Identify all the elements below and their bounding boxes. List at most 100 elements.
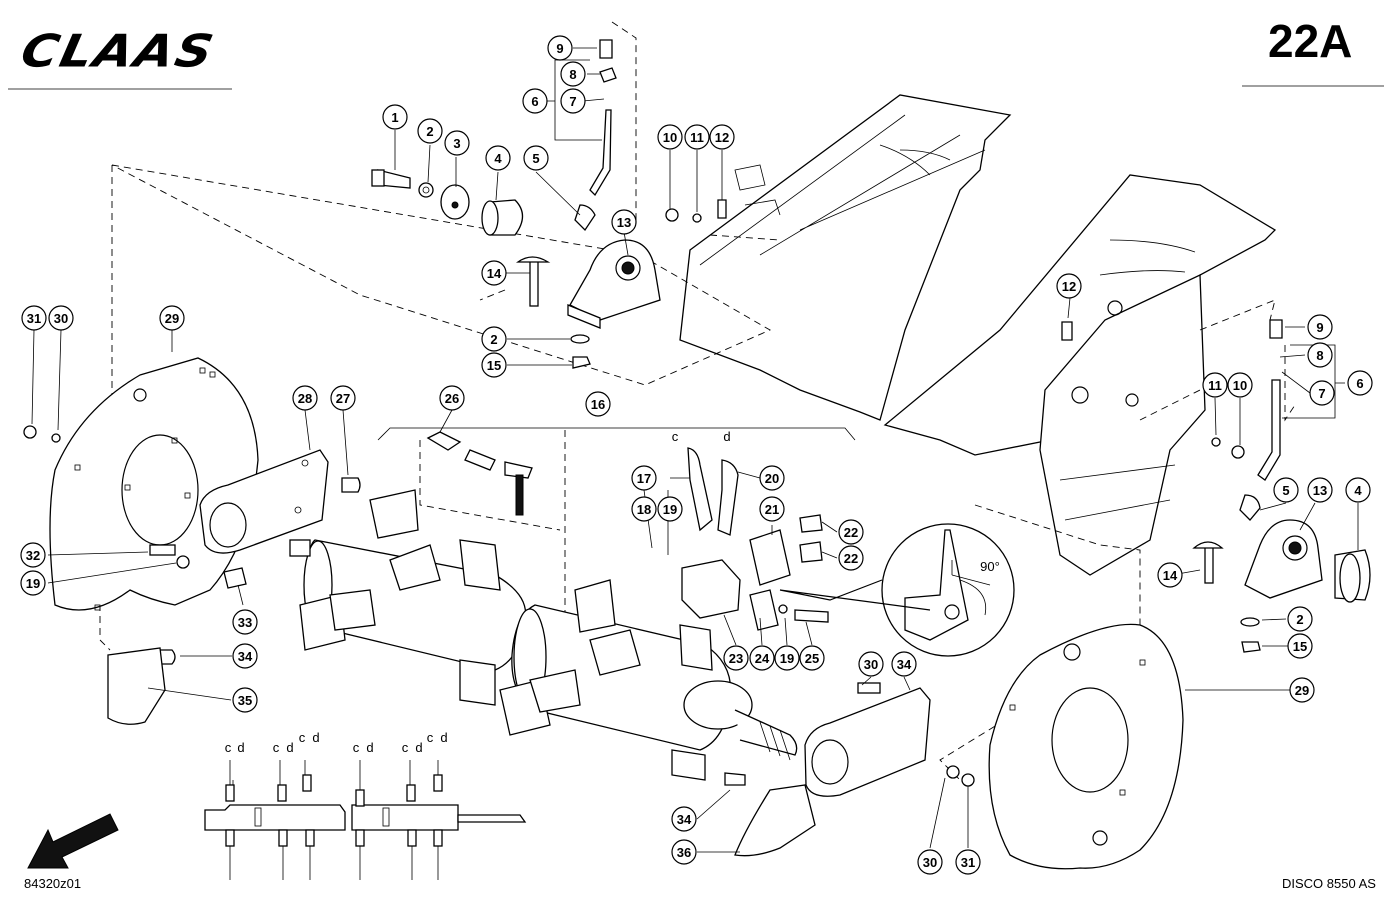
housing-sheet-center (679, 94, 1012, 421)
callout-18: 18 (631, 496, 657, 522)
bearing-housing-right (1244, 519, 1323, 599)
schematic-c-3: c (299, 730, 306, 745)
schematic-d-5: d (415, 740, 422, 755)
variant-label-d-top: d (723, 429, 730, 444)
callout-34: 34 (232, 643, 258, 669)
bracket-16 (377, 427, 856, 441)
callout-number: 33 (238, 615, 252, 630)
schematic-c-2: c (273, 740, 280, 755)
schematic-d-2: d (286, 740, 293, 755)
callout-number: 6 (531, 94, 538, 109)
callout-number: 31 (961, 855, 975, 870)
callout-13: 13 (611, 209, 637, 235)
callout-number: 19 (26, 576, 40, 591)
callout-7: 7 (560, 88, 586, 114)
right-disc (988, 623, 1184, 870)
callout-8: 8 (560, 61, 586, 87)
callout-number: 8 (569, 67, 576, 82)
callout-4: 4 (485, 145, 511, 171)
callout-number: 20 (765, 471, 779, 486)
bearing-housing-left (567, 239, 661, 329)
callout-number: 11 (1208, 378, 1222, 393)
callout-19: 19 (774, 645, 800, 671)
callout-30: 30 (858, 651, 884, 677)
callout-10: 10 (1227, 372, 1253, 398)
callout-number: 29 (165, 311, 179, 326)
callout-number: 7 (1318, 386, 1325, 401)
callout-14: 14 (481, 260, 507, 286)
detail-angle-label: 90° (980, 559, 1000, 574)
model-name: DISCO 8550 AS (1282, 876, 1376, 891)
callout-number: 34 (897, 657, 912, 672)
callout-number: 6 (1356, 376, 1363, 391)
callout-3: 3 (444, 130, 470, 156)
callout-number: 29 (1295, 683, 1309, 698)
callout-15: 15 (481, 352, 507, 378)
callout-number: 30 (54, 311, 68, 326)
callout-number: 2 (490, 332, 497, 347)
callout-11: 11 (1202, 372, 1228, 398)
schematic-d-1: d (237, 740, 244, 755)
callout-number: 36 (677, 845, 691, 860)
callout-number: 30 (864, 657, 878, 672)
detail-view: 90° (779, 523, 1015, 657)
callout-31: 31 (21, 305, 47, 331)
callout-16: 16 (585, 391, 611, 417)
callout-28: 28 (292, 385, 318, 411)
callout-17: 17 (631, 465, 657, 491)
callout-number: 10 (663, 130, 677, 145)
drum-right (499, 579, 798, 781)
callout-4: 4 (1345, 477, 1371, 503)
callout-number: 2 (1296, 612, 1303, 627)
callout-number: 27 (336, 391, 350, 406)
callout-number: 25 (805, 651, 819, 666)
callout-21: 21 (759, 496, 785, 522)
roller-parts (440, 184, 1371, 603)
callout-2: 2 (417, 118, 443, 144)
callout-number: 12 (1062, 279, 1076, 294)
callout-number: 32 (26, 548, 40, 563)
housing-sheet-right (883, 174, 1277, 576)
callout-number: 24 (755, 651, 770, 666)
leader-lines (31, 47, 1359, 853)
plate-left (199, 449, 329, 554)
callout-number: 15 (487, 358, 501, 373)
callout-number: 23 (729, 651, 743, 666)
callout-34: 34 (671, 806, 697, 832)
callout-2: 2 (481, 326, 507, 352)
callout-12: 12 (709, 124, 735, 150)
hardware-parts (23, 39, 1283, 857)
callout-35: 35 (232, 687, 258, 713)
callout-1: 1 (382, 104, 408, 130)
schematic-c-4: c (353, 740, 360, 755)
callout-number: 19 (663, 502, 677, 517)
callout-number: 15 (1293, 639, 1307, 654)
callout-number: 13 (1313, 483, 1327, 498)
plate-right (804, 687, 931, 797)
callout-11: 11 (684, 124, 710, 150)
callout-32: 32 (20, 542, 46, 568)
callout-22: 22 (838, 519, 864, 545)
callout-15: 15 (1287, 633, 1313, 659)
callout-number: 22 (844, 551, 858, 566)
callout-number: 19 (780, 651, 794, 666)
callout-number: 31 (27, 311, 41, 326)
callout-number: 2 (426, 124, 433, 139)
callout-number: 18 (637, 502, 651, 517)
callout-number: 11 (690, 130, 704, 145)
callout-number: 26 (445, 391, 459, 406)
schematic-d-3: d (312, 730, 319, 745)
schematic-c-5: c (402, 740, 409, 755)
callout-14: 14 (1157, 562, 1183, 588)
schematic-d-6: d (440, 730, 447, 745)
callout-20: 20 (759, 465, 785, 491)
callout-number: 14 (1163, 568, 1178, 583)
callout-number: 8 (1316, 348, 1323, 363)
callout-30: 30 (48, 305, 74, 331)
callout-2: 2 (1287, 606, 1313, 632)
callout-number: 9 (1316, 320, 1323, 335)
callout-number: 21 (765, 502, 779, 517)
claas-logo: CLAAS (16, 24, 220, 78)
page-code: 22A (1268, 15, 1353, 67)
